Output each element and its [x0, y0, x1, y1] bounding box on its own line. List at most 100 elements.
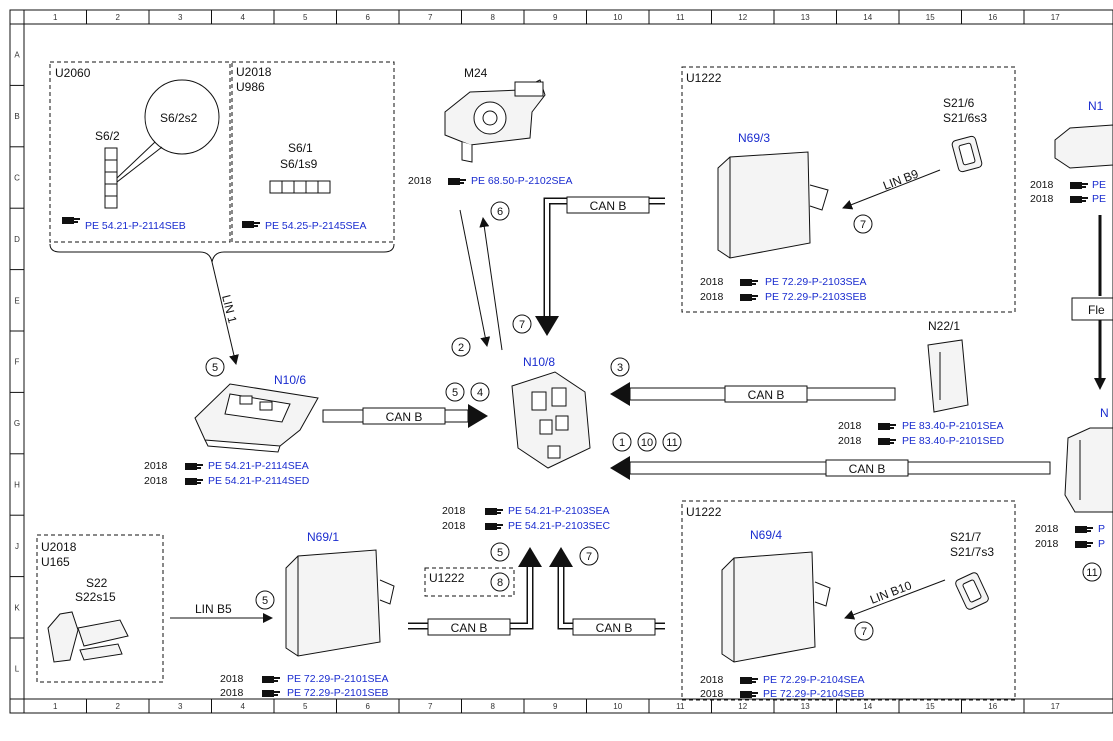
reference-icon: [740, 279, 758, 286]
grid-column-label: 15: [926, 702, 935, 711]
grid-column-label: 13: [801, 13, 810, 22]
grid-column-label: 8: [491, 702, 496, 711]
reference-icon: [242, 221, 260, 228]
n69-1-ref-year-1: 2018: [220, 673, 244, 685]
n10-6-ref-1: PE 54.21-P-2114SEA: [208, 460, 309, 472]
can-bus-right: CAN B: [610, 456, 1051, 480]
m24-ref-year: 2018: [408, 175, 432, 187]
right-bottom-ref-year-2: 2018: [1035, 538, 1059, 550]
n1-partial-label: N1: [1088, 99, 1104, 113]
s6-2-label: S6/2: [95, 129, 120, 143]
reference-icon: [262, 676, 280, 683]
lin-b9-line: [842, 169, 941, 210]
marker-5: 5: [212, 362, 218, 374]
n69-1-ref-2: PE 72.29-P-2101SEB: [287, 687, 389, 699]
n10-6-ref-2: PE 54.21-P-2114SED: [208, 475, 310, 487]
reference-icon: [448, 178, 466, 185]
grid-column-label: 12: [738, 702, 747, 711]
grid-column-label: 2: [116, 702, 121, 711]
s21-6-switch-icon: [951, 135, 983, 173]
grid-column-label: 9: [553, 702, 558, 711]
lin-b9-label: LIN B9: [881, 166, 921, 192]
n-right-module-icon: [1064, 427, 1113, 513]
group-u2018-label: U2018: [236, 65, 272, 79]
reference-icon: [740, 294, 758, 301]
grid-column-label: 14: [863, 702, 872, 711]
can-bus-n69-1: CAN B: [408, 547, 542, 636]
can-bus-n22-1: CAN B: [610, 382, 896, 406]
n10-8-module-icon: [511, 371, 591, 469]
right-bottom-ref-1: P: [1098, 523, 1105, 535]
s6-2-switch-icon: [104, 147, 118, 209]
can-b-label: CAN B: [596, 621, 633, 635]
m24-motor-icon: [444, 79, 546, 163]
reference-icon: [878, 423, 896, 430]
m24-ref: PE 68.50-P-2102SEA: [471, 175, 573, 187]
reference-icon: [1070, 196, 1088, 203]
n10-8-ref-2: PE 54.21-P-2103SEC: [508, 520, 611, 532]
group-u2060: U2060 S6/2 S6/2s2 PE 54.21-P-2114SEB: [49, 61, 231, 243]
group-u1222-bottom: U1222 N69/4 S21/7 S21/7s3 LIN B10 7 2018…: [681, 500, 1016, 701]
lin-b5-label: LIN B5: [195, 602, 232, 616]
can-b-label: CAN B: [748, 388, 785, 402]
marker-11: 11: [1086, 567, 1097, 579]
n22-1-module-icon: [927, 339, 969, 413]
reference-icon: [262, 690, 280, 697]
right-bottom-ref-2: P: [1098, 538, 1105, 550]
can-bus-n69-4: CAN B: [549, 547, 665, 636]
marker-4: 4: [477, 387, 483, 399]
n10-6-ref-year-1: 2018: [144, 460, 168, 472]
reference-icon: [1070, 182, 1088, 189]
can-b-label: CAN B: [386, 410, 423, 424]
grid-row-label: B: [14, 112, 19, 121]
reference-icon: [185, 478, 203, 485]
reference-icon: [185, 463, 203, 470]
marker-5: 5: [452, 387, 458, 399]
s21-7-switch-icon: [955, 572, 989, 610]
n69-1-ref-year-2: 2018: [220, 687, 244, 699]
group-u2018-u986: U2018 U986 S6/1 S6/1s9 PE 54.25-P-2145SE…: [231, 61, 395, 243]
n22-1-ref-year-1: 2018: [838, 420, 862, 432]
group-u1222-small: [424, 567, 515, 597]
grid-row-label: F: [15, 358, 20, 367]
grid-column-label: 4: [241, 702, 246, 711]
grid-column-label: 4: [241, 13, 246, 22]
grid-column-label: 13: [801, 702, 810, 711]
grid-column-label: 10: [613, 13, 622, 22]
reference-icon: [878, 438, 896, 445]
n69-3-label: N69/3: [738, 131, 770, 145]
grid-column-label: 2: [116, 13, 121, 22]
right-top-ref-year-1: 2018: [1030, 179, 1054, 191]
n69-3-module-icon: [717, 151, 829, 259]
n10-8-ref-1: PE 54.21-P-2103SEA: [508, 505, 610, 517]
s6-1-ref: PE 54.25-P-2145SEA: [265, 220, 367, 232]
right-top-ref-1: PE: [1092, 179, 1106, 191]
n69-4-ref-2: PE 72.29-P-2104SEB: [763, 688, 865, 700]
n69-4-ref-1: PE 72.29-P-2104SEA: [763, 674, 865, 686]
n69-3-ref-year-2: 2018: [700, 291, 724, 303]
m24-label: M24: [464, 66, 488, 80]
marker-7: 7: [860, 219, 866, 231]
n10-8-ref-year-2: 2018: [442, 520, 466, 532]
marker-7: 7: [861, 626, 867, 638]
n69-1-ref-1: PE 72.29-P-2101SEA: [287, 673, 389, 685]
m24-link-down: [459, 209, 491, 347]
s21-6-label: S21/6: [943, 96, 975, 110]
n69-1-module-icon: [285, 549, 395, 657]
grid-column-label: 8: [491, 13, 496, 22]
n22-1-ref-2: PE 83.40-P-2101SED: [902, 435, 1005, 447]
grid-row-label: E: [14, 296, 19, 305]
n10-8-label: N10/8: [523, 355, 555, 369]
group-u1222-label: U1222: [686, 71, 722, 85]
n1-module-icon: [1054, 124, 1113, 169]
grid-row-label: D: [14, 235, 20, 244]
n69-1-label: N69/1: [307, 530, 339, 544]
grid-column-label: 17: [1051, 702, 1060, 711]
reference-icon: [740, 691, 758, 698]
s6-1-label: S6/1: [288, 141, 313, 155]
lin-b10-label: LIN B10: [868, 578, 914, 607]
grid-column-label: 15: [926, 13, 935, 22]
can-b-label: CAN B: [451, 621, 488, 635]
grid-column-label: 1: [53, 702, 58, 711]
